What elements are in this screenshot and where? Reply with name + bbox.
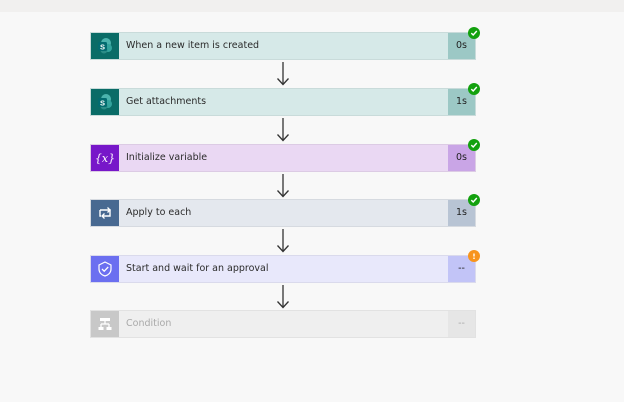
- step-title: Condition: [126, 318, 172, 329]
- sharepoint-icon: S: [91, 33, 119, 59]
- step-title: When a new item is created: [126, 40, 260, 51]
- step-title: Initialize variable: [126, 152, 208, 163]
- condition-icon: [91, 311, 119, 337]
- top-bar: [0, 0, 624, 12]
- step-title: Start and wait for an approval: [126, 263, 269, 274]
- svg-text:S: S: [100, 42, 105, 51]
- step-initialize-variable[interactable]: {x} Initialize variable 0s: [90, 139, 480, 172]
- success-check-icon: [468, 27, 480, 39]
- success-check-icon: [468, 139, 480, 151]
- arrow-down-icon: [277, 174, 289, 198]
- sharepoint-icon: S: [91, 89, 119, 115]
- running-status-icon: [468, 250, 480, 262]
- success-check-icon: [468, 83, 480, 95]
- loop-icon: [91, 200, 119, 226]
- step-duration: --: [448, 311, 475, 337]
- step-title: Apply to each: [126, 207, 192, 218]
- step-when-new-item-created[interactable]: S When a new item is created 0s: [90, 27, 480, 60]
- step-get-attachments[interactable]: S Get attachments 1s: [90, 83, 480, 116]
- svg-text:{x}: {x}: [95, 152, 115, 165]
- step-start-and-wait-approval[interactable]: Start and wait for an approval --: [90, 250, 480, 283]
- step-apply-to-each[interactable]: Apply to each 1s: [90, 194, 480, 227]
- variable-icon: {x}: [91, 145, 119, 171]
- arrow-down-icon: [277, 229, 289, 253]
- arrow-down-icon: [277, 285, 289, 309]
- step-condition[interactable]: Condition --: [90, 310, 476, 338]
- svg-text:S: S: [100, 98, 105, 107]
- success-check-icon: [468, 194, 480, 206]
- step-title: Get attachments: [126, 96, 207, 107]
- approval-icon: [91, 256, 119, 282]
- arrow-down-icon: [277, 62, 289, 86]
- arrow-down-icon: [277, 118, 289, 142]
